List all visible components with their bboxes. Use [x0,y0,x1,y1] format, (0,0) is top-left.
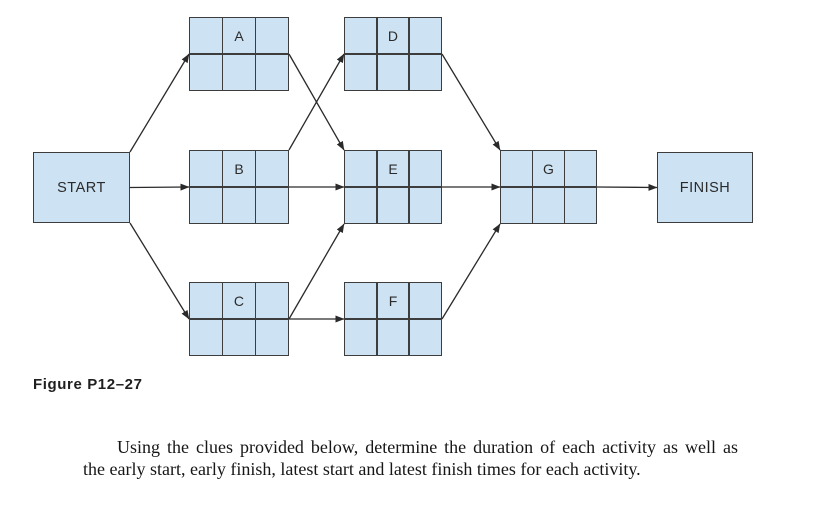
node-label: FINISH [679,179,731,196]
edge-b-d [288,53,345,151]
edge-g-finish [596,183,658,191]
body-text-line1: Using the clues provided below, determin… [117,437,738,457]
grid-line-horizontal [345,186,441,188]
node-g: G [500,150,597,224]
node-start: START [33,152,130,223]
node-label: START [57,179,106,196]
grid-line-horizontal [190,318,288,320]
node-label: F [388,293,398,309]
grid-line-horizontal [501,186,596,188]
figure-caption: Figure P12–27 [33,376,143,393]
edge-start-b [129,183,190,191]
node-b: B [189,150,289,224]
grid-line-horizontal [345,318,441,320]
edge-d-g [441,53,501,151]
node-label: C [233,293,245,309]
grid-line-horizontal [190,53,288,55]
edge-a-e [288,53,345,151]
edge-c-e [288,223,345,320]
node-d: D [344,17,442,91]
grid-line-horizontal [190,186,288,188]
node-label: G [543,161,554,177]
node-a: A [189,17,289,91]
node-finish: FINISH [657,152,753,223]
node-label: A [234,28,244,44]
grid-line-horizontal [345,53,441,55]
node-c: C [189,282,289,356]
edge-start-a [129,53,190,153]
edge-f-g [441,223,501,320]
node-f: F [344,282,442,356]
node-label: E [388,161,398,177]
node-label: D [387,28,399,44]
node-e: E [344,150,442,224]
edge-start-c [129,222,190,320]
body-text-line2: the early start, early finish, latest st… [83,459,641,479]
node-label: B [234,161,244,177]
